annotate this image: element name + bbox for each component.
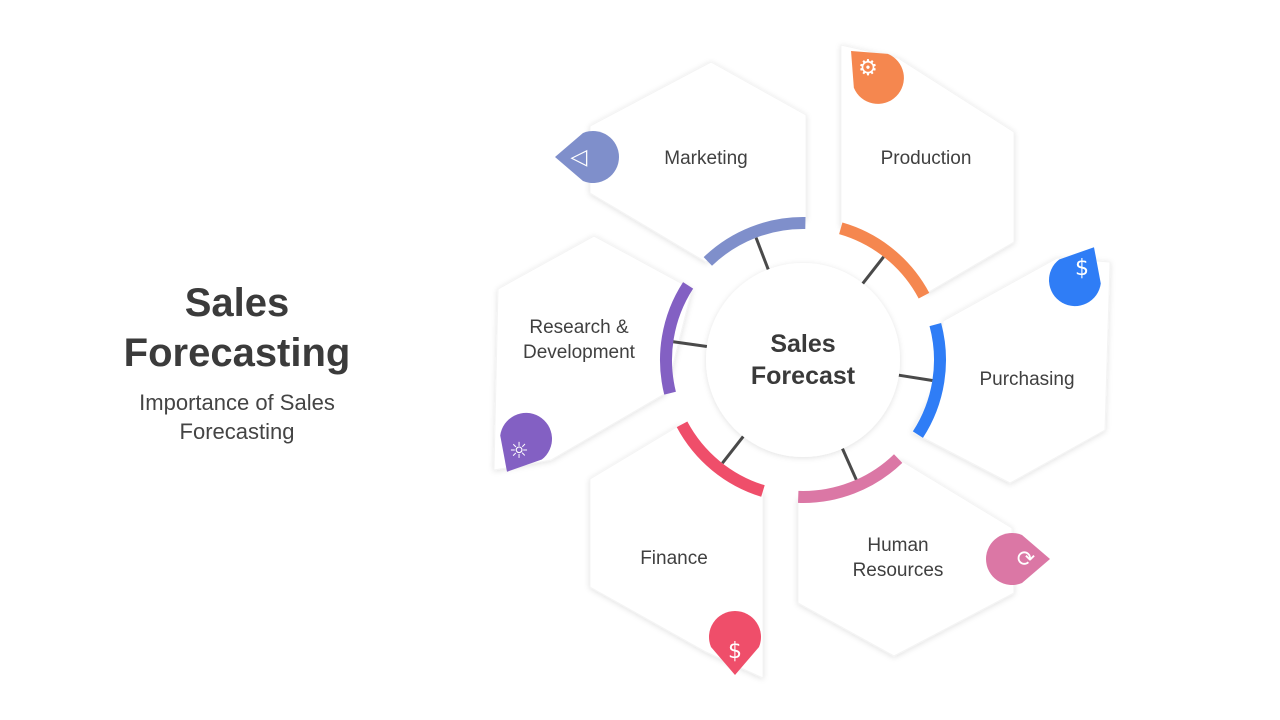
tick-marketing <box>754 237 770 270</box>
lightbulb-gear-icon: ☼ <box>509 438 529 464</box>
tick-production <box>861 255 885 285</box>
tick-research-development <box>673 340 708 348</box>
center-label-line2: Forecast <box>750 362 856 390</box>
center-label-line1: Sales <box>770 330 836 358</box>
arc-finance <box>676 421 765 497</box>
arc-purchasing <box>912 322 946 438</box>
people-cycle-icon: ⟳ <box>1016 546 1036 572</box>
arc-production <box>839 222 930 299</box>
label-marketing: Marketing <box>664 148 748 169</box>
arc-research-development <box>660 282 694 395</box>
money-bag-icon: $ <box>728 638 742 664</box>
teardrop-purchasing <box>1049 247 1101 307</box>
shopping-cart-icon: $ <box>1075 255 1089 281</box>
teardrop-research-development <box>500 412 552 472</box>
arc-human-resources <box>798 454 903 503</box>
teardrop-human-resources <box>986 533 1050 585</box>
arc-marketing <box>703 217 806 266</box>
label-purchasing: Purchasing <box>979 369 1075 390</box>
label-human-resources: Human Resources <box>852 535 944 581</box>
center-label: Sales Forecast <box>703 328 903 392</box>
label-finance: Finance <box>640 548 708 569</box>
tick-finance <box>721 435 745 465</box>
slide-subtitle: Importance of Sales Forecasting <box>139 390 335 444</box>
tick-purchasing <box>898 373 933 382</box>
teardrop-finance <box>709 611 761 675</box>
label-research-development: Research & Development <box>523 317 635 363</box>
tick-human-resources <box>841 448 858 481</box>
label-production: Production <box>880 148 972 169</box>
center-circle <box>706 263 900 457</box>
slide-title: Sales Forecasting <box>123 281 351 375</box>
megaphone-icon: ◁ <box>570 144 588 170</box>
teardrop-marketing <box>555 131 619 183</box>
conveyor-gear-icon: ⚙ <box>858 55 878 81</box>
teardrop-production <box>851 51 904 104</box>
